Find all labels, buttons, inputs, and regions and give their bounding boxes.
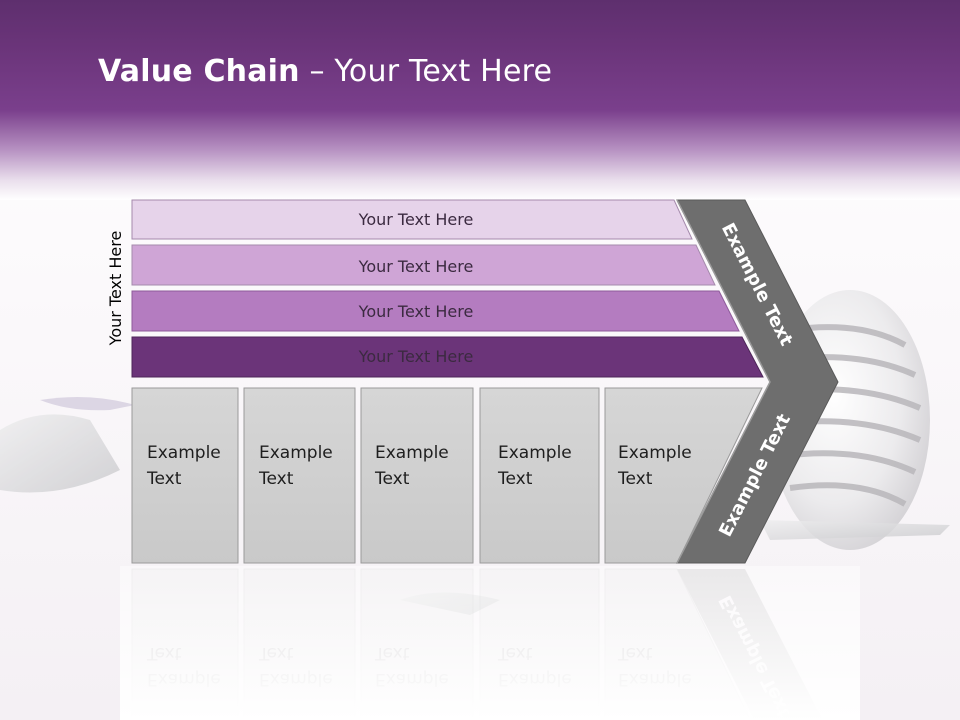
reflection-fade — [120, 566, 860, 720]
bar-3-label: Your Text Here — [358, 302, 474, 321]
bar-3 — [131, 290, 740, 332]
bar-4-label: Your Text Here — [358, 347, 474, 366]
bars-group: Your Text Here Your Text Here Your Text … — [131, 199, 764, 378]
box-5-line2: Text — [617, 469, 653, 489]
box-1-line2: Text — [146, 469, 182, 489]
bar-4 — [131, 336, 764, 378]
box-1-line1: Example — [147, 443, 221, 463]
slide-title: Value Chain – Your Text Here — [98, 54, 552, 89]
chevron-highlight — [676, 199, 771, 564]
box-2-line2: Text — [258, 469, 294, 489]
box-4-line2: Text — [497, 469, 533, 489]
bar-2-label: Your Text Here — [358, 257, 474, 276]
box-3-line2: Text — [374, 469, 410, 489]
box-4-line1: Example — [498, 443, 572, 463]
bar-1-label: Your Text Here — [358, 210, 474, 229]
box-2 — [243, 387, 356, 564]
title-rest: – Your Text Here — [299, 54, 553, 89]
box-3-line1: Example — [375, 443, 449, 463]
header-band — [0, 0, 960, 200]
bar-2 — [131, 244, 716, 286]
boxes-group: Example Text Example Text Example Text E… — [131, 387, 763, 564]
box-4 — [479, 387, 600, 564]
title-bold: Value Chain — [98, 54, 300, 89]
box-1 — [131, 387, 239, 564]
box-5-line1: Example — [618, 443, 692, 463]
side-label: Your Text Here — [106, 231, 125, 347]
box-2-line1: Example — [259, 443, 333, 463]
bar-1 — [131, 199, 693, 240]
box-3 — [360, 387, 474, 564]
